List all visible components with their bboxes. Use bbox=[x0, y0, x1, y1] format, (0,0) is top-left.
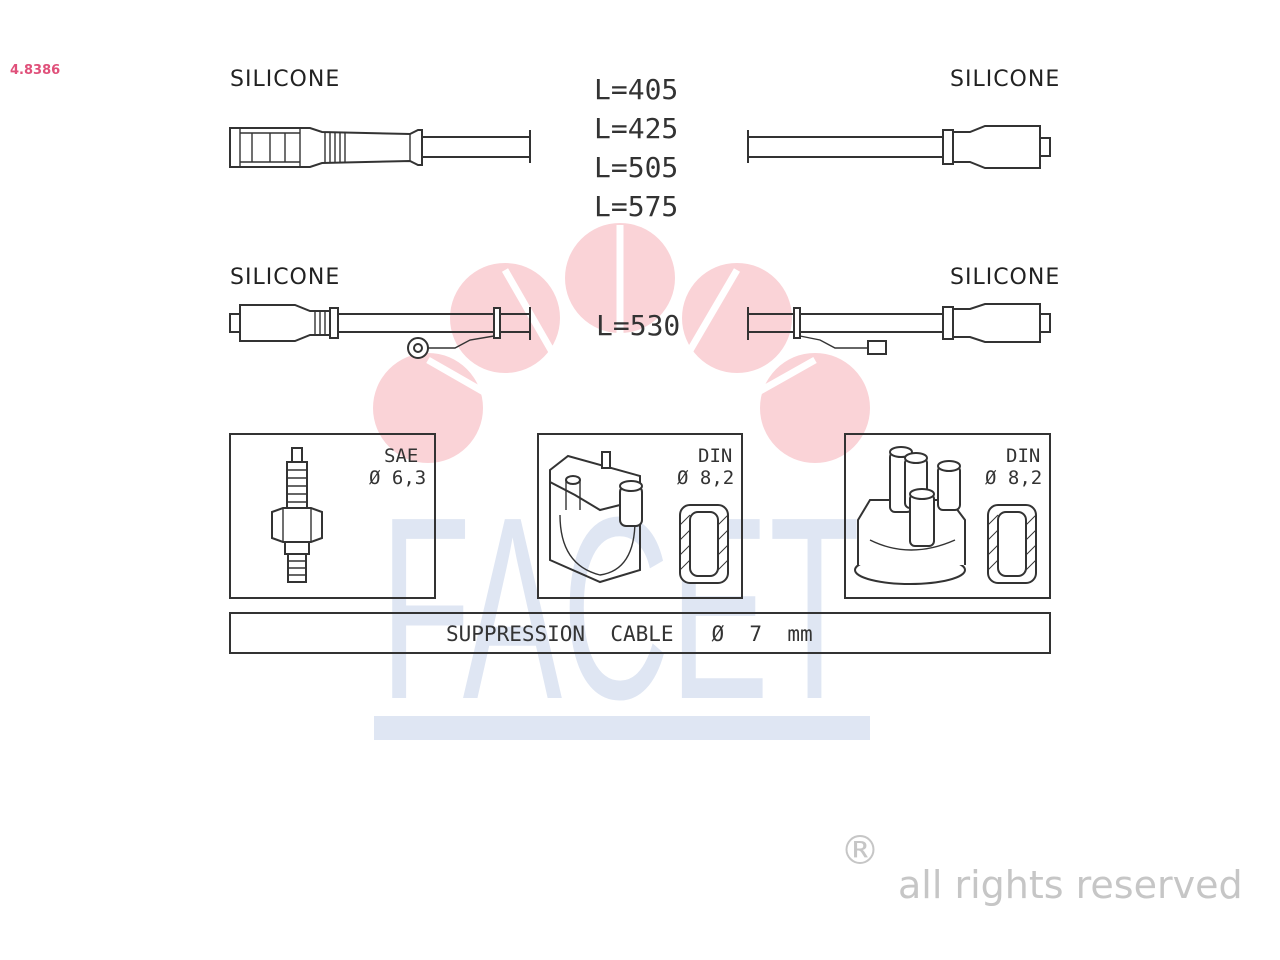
din-sleeve-icon bbox=[679, 504, 729, 584]
din-sleeve-icon bbox=[987, 504, 1037, 584]
spark-plug-icon bbox=[271, 447, 323, 583]
registered-symbol: ® bbox=[840, 828, 880, 874]
distributor-standard: DIN bbox=[1006, 445, 1040, 467]
silicone-label-top-right: SILICONE bbox=[950, 67, 1060, 92]
length-list: L=405 L=425 L=505 L=575 L=530 bbox=[594, 73, 680, 342]
cable-bottom-left: SILICONE bbox=[229, 265, 531, 359]
suppression-cable-text: SUPPRESSION CABLE Ø 7 mm bbox=[446, 622, 813, 646]
silicone-label-bottom-left: SILICONE bbox=[230, 265, 340, 290]
distributor-connector-box: DIN Ø 8,2 bbox=[844, 433, 1051, 599]
length-value: L=505 bbox=[594, 151, 678, 184]
distributor-cap-icon bbox=[854, 446, 966, 585]
spark-plug-diameter: Ø 6,3 bbox=[369, 467, 426, 489]
facet-watermark-logo: FACET bbox=[373, 223, 870, 754]
distributor-diameter: Ø 8,2 bbox=[985, 467, 1042, 489]
silicone-label-bottom-right: SILICONE bbox=[950, 265, 1060, 290]
length-value: L=405 bbox=[594, 73, 678, 106]
coil-standard: DIN bbox=[698, 445, 732, 467]
length-value-bottom: L=530 bbox=[596, 309, 680, 342]
length-value: L=425 bbox=[594, 112, 678, 145]
suppression-cable-spec: SUPPRESSION CABLE Ø 7 mm bbox=[229, 612, 1051, 654]
cable-bottom-right: SILICONE bbox=[747, 265, 1060, 355]
ignition-coil-icon bbox=[549, 451, 643, 584]
coil-connector-box: DIN Ø 8,2 bbox=[537, 433, 743, 599]
cable-top-right: SILICONE bbox=[747, 67, 1060, 169]
coil-diameter: Ø 8,2 bbox=[677, 467, 734, 489]
rights-text: all rights reserved bbox=[898, 863, 1243, 907]
spark-plug-standard: SAE bbox=[384, 445, 418, 467]
spark-plug-connector-box: SAE Ø 6,3 bbox=[229, 433, 436, 599]
silicone-label-top-left: SILICONE bbox=[230, 67, 340, 92]
length-value: L=575 bbox=[594, 190, 678, 223]
cable-top-left: SILICONE bbox=[229, 67, 531, 168]
part-number: 4.8386 bbox=[10, 63, 60, 78]
